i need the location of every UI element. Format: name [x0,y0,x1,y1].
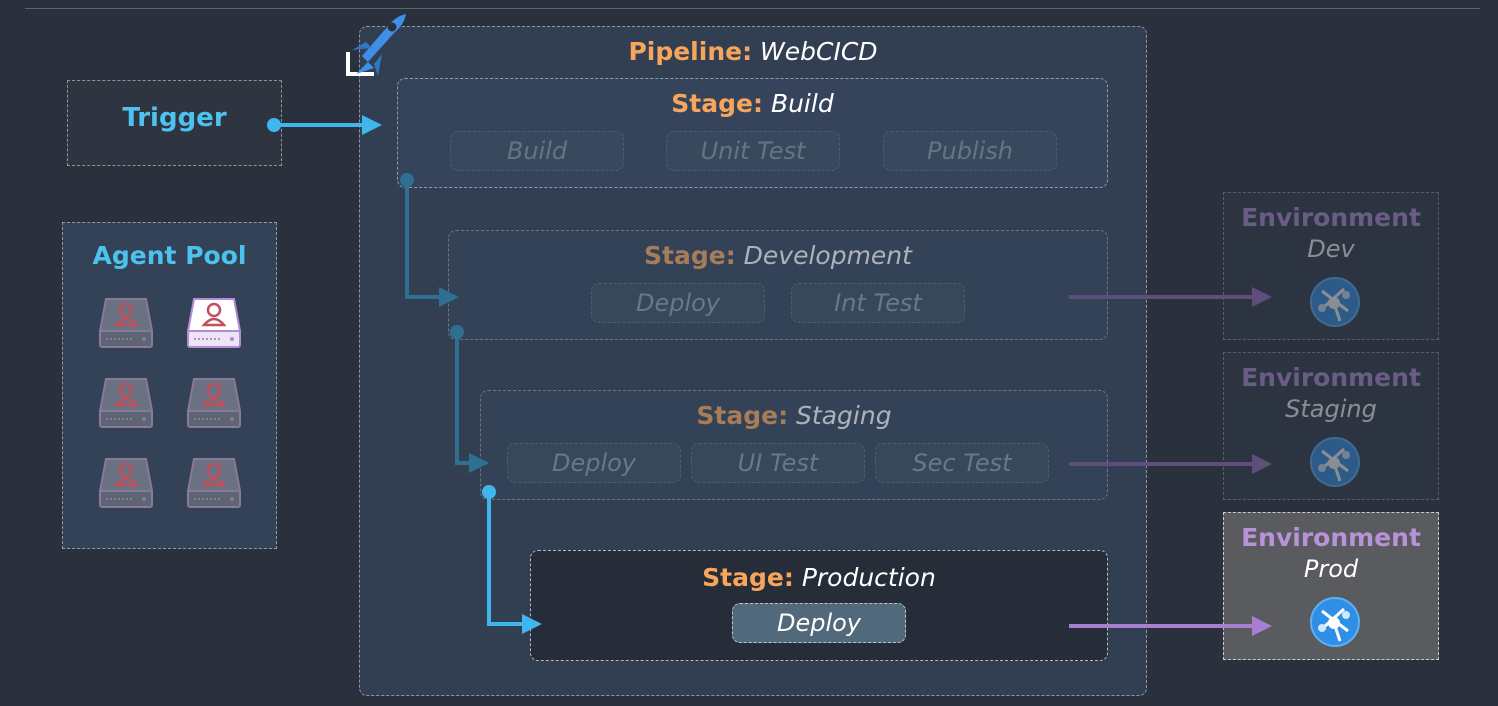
env-staging-name: Staging [1285,395,1377,423]
stage-production-title: Stage: Production [531,563,1107,592]
job-build[interactable]: Build [450,131,624,171]
env-dev-title: Environment [1241,203,1421,232]
agent-server-icon [184,375,244,431]
stage-development-title: Stage: Development [449,241,1107,270]
env-dev-name: Dev [1307,235,1355,263]
job-ui-test[interactable]: UI Test [691,443,865,483]
job-sec-test[interactable]: Sec Test [875,443,1049,483]
azure-pipelines-icon [346,14,406,76]
agent-server-icon [96,295,156,351]
env-staging-title: Environment [1241,363,1421,392]
globe-icon [1310,437,1360,487]
trigger-box[interactable]: Trigger [67,80,282,166]
trigger-label: Trigger [122,103,227,133]
pipeline-title: Pipeline: WebCICD [360,37,1146,66]
environment-staging[interactable]: Environment Staging [1223,352,1439,500]
env-prod-name: Prod [1303,555,1359,583]
env-prod-title: Environment [1241,523,1421,552]
agent-server-icon [184,455,244,511]
stage-staging-keyword: Stage: [696,401,789,430]
globe-icon [1310,597,1360,647]
agent-pool-title: Agent Pool [92,241,247,270]
agent-server-icon [96,375,156,431]
job-staging-deploy[interactable]: Deploy [507,443,681,483]
stage-staging-name: Staging [796,401,892,430]
job-prod-deploy[interactable]: Deploy [732,603,906,643]
stage-staging-title: Stage: Staging [481,401,1107,430]
stage-production-keyword: Stage: [702,563,794,592]
pipeline-keyword: Pipeline: [628,37,753,66]
environment-prod[interactable]: Environment Prod [1223,512,1439,660]
stage-build[interactable]: Stage: Build Build Unit Test Publish [397,78,1108,188]
job-unit-test[interactable]: Unit Test [666,131,840,171]
stage-development-keyword: Stage: [644,241,736,270]
stage-production-name: Production [801,563,936,592]
stage-build-title: Stage: Build [398,89,1107,118]
agent-pool-box: Agent Pool [62,222,277,549]
stage-build-name: Build [770,89,834,118]
stage-staging[interactable]: Stage: Staging Deploy UI Test Sec Test [480,390,1108,500]
stage-build-keyword: Stage: [671,89,763,118]
top-divider [25,8,1480,9]
stage-production[interactable]: Stage: Production Deploy [530,550,1108,661]
environment-dev[interactable]: Environment Dev [1223,192,1439,340]
agent-server-icon [96,455,156,511]
pipeline-name: WebCICD [760,37,878,66]
job-publish[interactable]: Publish [883,131,1057,171]
job-int-test[interactable]: Int Test [791,283,965,323]
stage-development[interactable]: Stage: Development Deploy Int Test [448,230,1108,340]
stage-development-name: Development [743,241,912,270]
agent-server-icon-active [184,295,244,351]
globe-icon [1310,277,1360,327]
job-dev-deploy[interactable]: Deploy [591,283,765,323]
